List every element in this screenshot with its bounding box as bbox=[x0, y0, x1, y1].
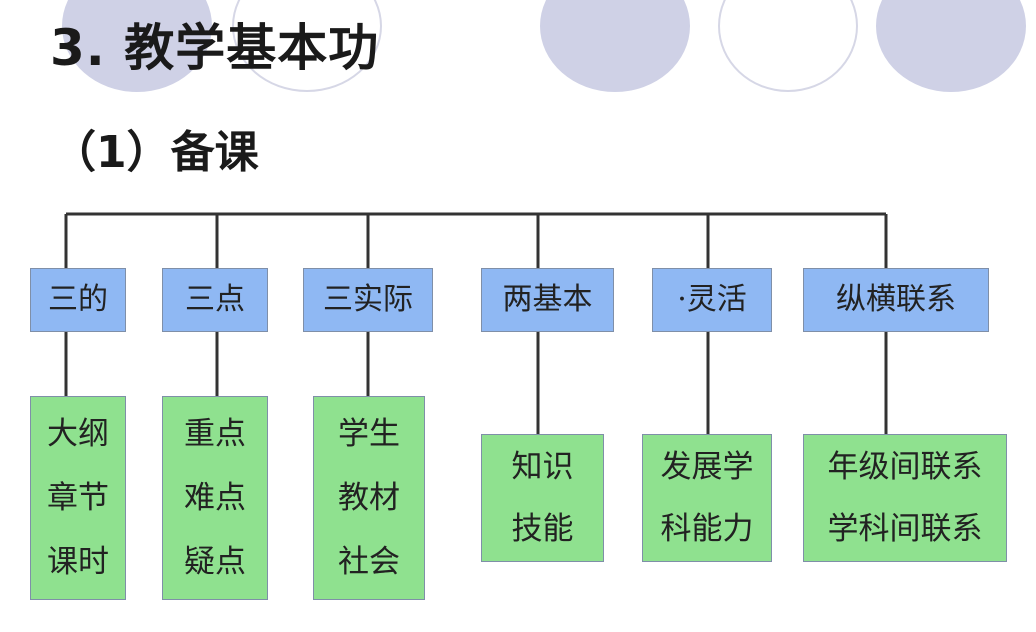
detail-text: 发展学 bbox=[660, 449, 754, 485]
detail-box-5: 发展学 科能力 bbox=[642, 434, 772, 562]
detail-text: 课时 bbox=[47, 544, 109, 580]
detail-text: 学生 bbox=[338, 416, 400, 452]
category-box-4: 两基本 bbox=[481, 268, 614, 332]
detail-text: 年级间联系 bbox=[827, 449, 983, 485]
detail-box-4: 知识 技能 bbox=[481, 434, 604, 562]
detail-text: 重点 bbox=[184, 416, 246, 452]
detail-text: 难点 bbox=[184, 480, 246, 516]
category-box-6: 纵横联系 bbox=[803, 268, 989, 332]
detail-text: 大纲 bbox=[47, 416, 109, 452]
category-box-2: 三点 bbox=[162, 268, 268, 332]
section-subtitle: （1）备课 bbox=[52, 127, 259, 178]
detail-text: 科能力 bbox=[660, 511, 754, 547]
detail-text: 技能 bbox=[511, 511, 574, 547]
detail-text: 社会 bbox=[338, 544, 400, 580]
detail-box-1: 大纲 章节 课时 bbox=[30, 396, 126, 600]
category-box-3: 三实际 bbox=[303, 268, 433, 332]
category-box-5: ·灵活 bbox=[652, 268, 772, 332]
detail-box-3: 学生 教材 社会 bbox=[313, 396, 425, 600]
detail-text: 学科间联系 bbox=[827, 511, 983, 547]
detail-box-2: 重点 难点 疑点 bbox=[162, 396, 268, 600]
detail-text: 疑点 bbox=[184, 544, 246, 580]
detail-text: 教材 bbox=[338, 480, 400, 516]
detail-text: 知识 bbox=[511, 449, 574, 485]
page-title: 3. 教学基本功 bbox=[50, 19, 380, 77]
detail-box-6: 年级间联系 学科间联系 bbox=[803, 434, 1007, 562]
detail-text: 章节 bbox=[47, 480, 109, 516]
category-box-1: 三的 bbox=[30, 268, 126, 332]
